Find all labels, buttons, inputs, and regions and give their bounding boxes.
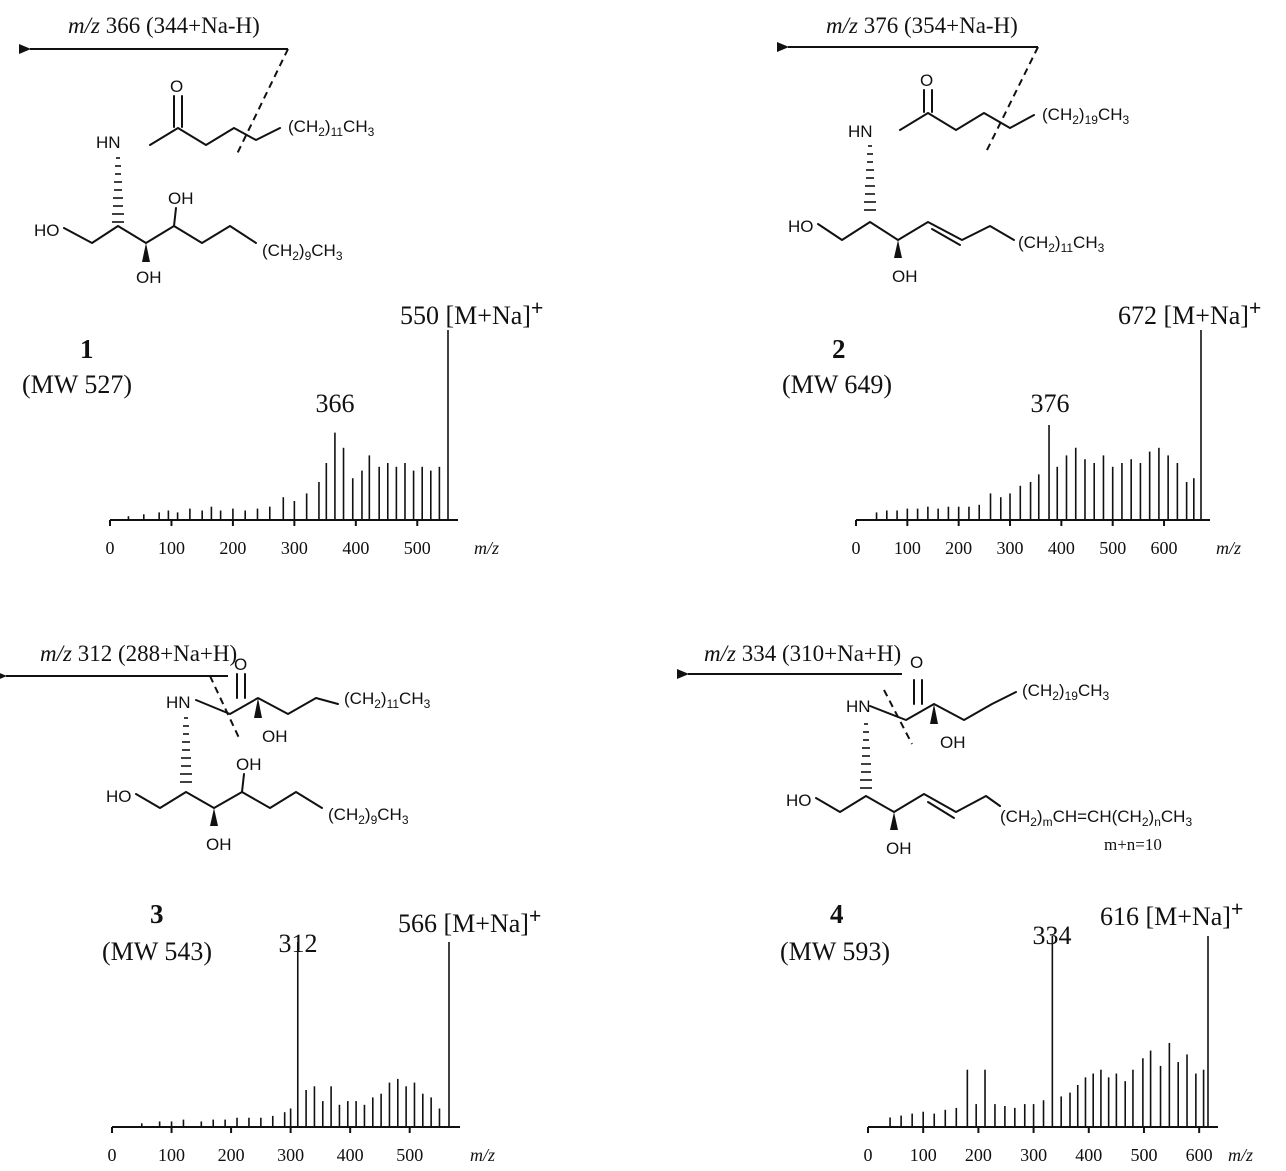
x-tick-label: 200 bbox=[218, 1145, 245, 1165]
oh-alpha-3: OH bbox=[262, 727, 288, 746]
x-tick-label: 200 bbox=[219, 538, 246, 558]
cleavage-line-2 bbox=[985, 46, 1039, 153]
x-tick-label: 0 bbox=[864, 1145, 873, 1165]
compound-number-3: 3 bbox=[150, 899, 164, 929]
x-tick-label: 400 bbox=[337, 1145, 364, 1165]
molecular-peak-label-2: 672 [M+Na]+ bbox=[1118, 295, 1261, 330]
x-tick-label: 100 bbox=[158, 538, 185, 558]
molecular-peak-label-3: 566 [M+Na]+ bbox=[398, 903, 541, 938]
base-chain-4: (CH2)mCH=CH(CH2)nCH3 bbox=[1000, 807, 1192, 829]
panel-4: m/z 334 (310+Na+H) O HN OH (CH2)19CH3 HO bbox=[677, 641, 1253, 1165]
base-chain-2: (CH2)11CH3 bbox=[1018, 233, 1105, 255]
x-tick-label: 0 bbox=[106, 538, 115, 558]
compound-number-4: 4 bbox=[830, 899, 844, 929]
x-axis-label: m/z bbox=[474, 538, 499, 558]
x-tick-label: 200 bbox=[965, 1145, 992, 1165]
acyl-chain-2: (CH2)19CH3 bbox=[1042, 105, 1130, 127]
carbonyl-o-2: O bbox=[920, 71, 933, 90]
x-tick-label: 0 bbox=[108, 1145, 117, 1165]
x-tick-label: 200 bbox=[945, 538, 972, 558]
x-tick-label: 300 bbox=[277, 1145, 304, 1165]
oh-bottom-3: OH bbox=[206, 835, 232, 854]
oh-alpha-4: OH bbox=[940, 733, 966, 752]
fragment-peak-label-1: 366 bbox=[316, 389, 355, 418]
carbonyl-o-3: O bbox=[234, 655, 247, 674]
spectrum-2: 0 100 200 300 400 500 600 m/z bbox=[852, 330, 1241, 558]
oh-top-1: OH bbox=[168, 189, 194, 208]
carbonyl-o-1: O bbox=[170, 77, 183, 96]
molecular-peak-label-1: 550 [M+Na]+ bbox=[400, 295, 543, 330]
x-axis-label: m/z bbox=[470, 1145, 495, 1165]
x-tick-label: 100 bbox=[894, 538, 921, 558]
x-tick-label: 400 bbox=[1048, 538, 1075, 558]
fragment-label-4: m/z 334 (310+Na+H) bbox=[704, 641, 901, 666]
x-tick-label: 400 bbox=[342, 538, 369, 558]
spectrum-3: 0 100 200 300 400 500 m/z bbox=[108, 942, 495, 1165]
x-axis-label: m/z bbox=[1216, 538, 1241, 558]
ho-1: HO bbox=[34, 221, 60, 240]
x-tick-label: 400 bbox=[1075, 1145, 1102, 1165]
x-tick-label: 100 bbox=[158, 1145, 185, 1165]
oh-top-3: OH bbox=[236, 755, 262, 774]
spectrum-1: 0 100 200 300 400 500 m/z bbox=[106, 330, 499, 558]
structure-1: O HN (CH2)11CH3 HO OH OH (CH2)9CH3 bbox=[34, 77, 375, 287]
x-tick-label: 500 bbox=[404, 538, 431, 558]
ho-2: HO bbox=[788, 217, 814, 236]
x-tick-label: 500 bbox=[1130, 1145, 1157, 1165]
structure-4: O HN OH (CH2)19CH3 HO OH (CH2)mCH=CH(CH2… bbox=[786, 653, 1192, 858]
panel-3: m/z 312 (288+Na+H) O HN OH (CH2)11CH3 HO… bbox=[0, 641, 541, 1165]
spectrum-4: 0 100 200 300 400 500 600 m/z bbox=[864, 936, 1253, 1165]
base-chain-1: (CH2)9CH3 bbox=[262, 241, 343, 263]
panel-2: m/z 376 (354+Na-H) O HN (CH2)19CH3 HO OH… bbox=[777, 13, 1261, 558]
ho-3: HO bbox=[106, 787, 132, 806]
x-tick-label: 600 bbox=[1151, 538, 1178, 558]
hn-1: HN bbox=[96, 133, 121, 152]
x-tick-label: 500 bbox=[1099, 538, 1126, 558]
fragment-label-3: m/z 312 (288+Na+H) bbox=[40, 641, 237, 666]
acyl-chain-4: (CH2)19CH3 bbox=[1022, 681, 1110, 703]
oh-bottom-4: OH bbox=[886, 839, 912, 858]
carbonyl-o-4: O bbox=[910, 653, 923, 672]
cleavage-line-1 bbox=[235, 48, 289, 157]
molecular-peak-label-4: 616 [M+Na]+ bbox=[1100, 896, 1243, 931]
hn-2: HN bbox=[848, 122, 873, 141]
x-tick-label: 0 bbox=[852, 538, 861, 558]
x-tick-label: 500 bbox=[396, 1145, 423, 1165]
x-tick-label: 600 bbox=[1186, 1145, 1213, 1165]
structure-3: O HN OH (CH2)11CH3 HO OH OH (CH2)9CH3 bbox=[106, 655, 431, 854]
oh-bottom-2: OH bbox=[892, 267, 918, 286]
panel-1: m/z 366 (344+Na-H) O HN (CH2)11CH3 HO OH bbox=[19, 13, 543, 558]
mn-label-4: m+n=10 bbox=[1104, 835, 1162, 854]
x-tick-label: 300 bbox=[997, 538, 1024, 558]
mw-label-1: (MW 527) bbox=[22, 370, 132, 399]
hn-3: HN bbox=[166, 693, 191, 712]
x-tick-label: 300 bbox=[281, 538, 308, 558]
compound-number-2: 2 bbox=[832, 334, 846, 364]
hn-4: HN bbox=[846, 697, 871, 716]
x-tick-label: 100 bbox=[910, 1145, 937, 1165]
mw-label-4: (MW 593) bbox=[780, 937, 890, 966]
x-axis-label: m/z bbox=[1228, 1145, 1253, 1165]
compound-number-1: 1 bbox=[80, 334, 94, 364]
structure-2: O HN (CH2)19CH3 HO OH (CH2)11CH3 bbox=[788, 71, 1130, 286]
acyl-chain-1: (CH2)11CH3 bbox=[288, 117, 375, 139]
mw-label-2: (MW 649) bbox=[782, 370, 892, 399]
oh-bottom-1: OH bbox=[136, 268, 162, 287]
acyl-chain-3: (CH2)11CH3 bbox=[344, 689, 431, 711]
base-chain-3: (CH2)9CH3 bbox=[328, 805, 409, 827]
mw-label-3: (MW 543) bbox=[102, 937, 212, 966]
fragment-label-2: m/z 376 (354+Na-H) bbox=[826, 13, 1018, 38]
ho-4: HO bbox=[786, 791, 812, 810]
fragment-peak-label-2: 376 bbox=[1031, 389, 1070, 418]
fragment-label-1: m/z 366 (344+Na-H) bbox=[68, 13, 260, 38]
x-tick-label: 300 bbox=[1020, 1145, 1047, 1165]
